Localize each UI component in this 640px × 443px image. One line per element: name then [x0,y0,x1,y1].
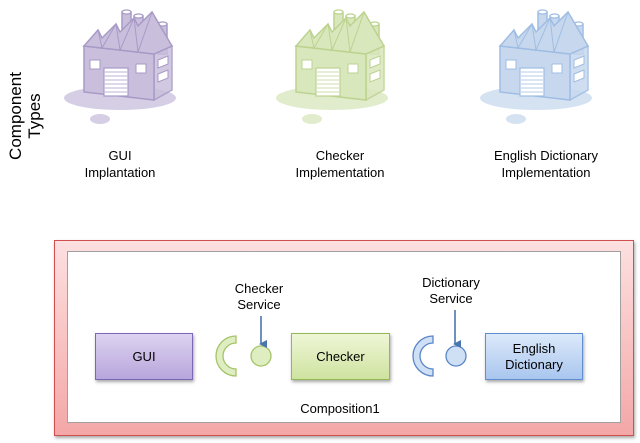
dictionary-factory-icon [480,9,592,124]
service-label-line1: Dictionary [422,275,480,290]
checker-component-label: Checker [316,348,365,364]
caption-line2: Implantation [84,165,156,180]
caption-line2: Implementation [295,165,385,180]
service-label-line1: Checker [234,281,284,296]
dictionary-provided-port-icon [445,345,467,367]
dictionary-component[interactable]: English Dictionary [485,333,583,380]
gui-component-label: GUI [132,348,156,364]
checker-required-port-icon [215,335,237,377]
gui-factory-icon [64,9,176,124]
checker-service-label: Checker Service [214,281,304,313]
dictionary-implementation-caption: English Dictionary Implementation [456,147,636,181]
checker-provided-port-icon [250,345,272,367]
caption-line1: GUI [108,148,132,163]
checker-component[interactable]: Checker [291,333,390,380]
dictionary-service-label: Dictionary Service [406,275,496,307]
service-label-line2: Service [429,291,473,306]
dictionary-required-port-icon [412,335,434,377]
caption-line1: English Dictionary [493,148,599,163]
gui-component[interactable]: GUI [95,333,193,380]
caption-line2: Implementation [501,165,591,180]
dictionary-component-label-line2: Dictionary [505,356,563,372]
composition-label: Composition1 [300,401,380,416]
service-label-line2: Service [237,297,281,312]
checker-implementation-caption: Checker Implementation [250,147,430,181]
gui-implementation-caption: GUI Implantation [30,147,210,181]
checker-factory-icon [276,9,388,124]
caption-line1: Checker [315,148,365,163]
dictionary-component-label-line1: English [512,340,556,356]
